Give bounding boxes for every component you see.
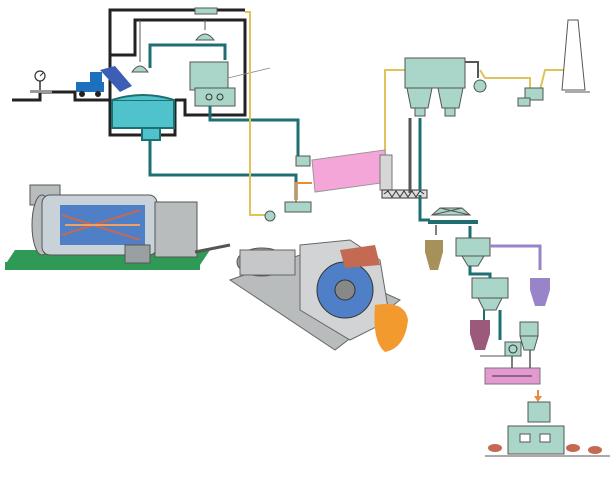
- drum-dryer-machine: [5, 184, 231, 270]
- purple-line: [490, 244, 542, 270]
- splitter-unit: [428, 207, 478, 224]
- furnace-tank: [111, 94, 175, 141]
- pink-conveyor: [484, 367, 541, 385]
- chimney-icon: [561, 19, 590, 93]
- blower-icon: [264, 210, 276, 222]
- hammer-mill-machine: [228, 239, 408, 352]
- feed-truck: [76, 72, 104, 97]
- vent-fan-icon: [131, 7, 218, 73]
- feed-chute: [100, 66, 132, 92]
- packing-machine: [507, 401, 565, 455]
- scrubber-unit: [517, 87, 544, 107]
- gas-line-4: [539, 69, 565, 91]
- purple-silo: [530, 278, 550, 306]
- conveying-pipe-1: [418, 195, 430, 222]
- burner-unit: [284, 201, 312, 213]
- separator-box-2: [471, 277, 509, 311]
- olive-silo: [425, 240, 443, 270]
- grinder-unit: [189, 61, 271, 107]
- grinder-outlet-duct: [208, 106, 300, 160]
- bag-filter: [404, 57, 466, 117]
- gas-line-1: [245, 11, 270, 216]
- hot-air-pipe: [295, 182, 312, 205]
- gas-line-3: [479, 69, 531, 95]
- gas-line-2: [384, 69, 405, 158]
- filter-outlet-duct: [465, 61, 479, 78]
- separator-box: [455, 237, 491, 267]
- inner-duct: [148, 43, 227, 68]
- gauge-icon: [30, 70, 52, 93]
- exhaust-fan-icon: [473, 79, 487, 93]
- feeder-unit: [295, 155, 311, 167]
- screw-conveyor: [381, 189, 428, 199]
- rotary-dryer: [311, 149, 393, 193]
- furnace-outlet-duct: [148, 140, 298, 200]
- bag-icon: [485, 444, 610, 457]
- maroon-silo: [470, 320, 490, 350]
- mixer-unit: [504, 321, 539, 357]
